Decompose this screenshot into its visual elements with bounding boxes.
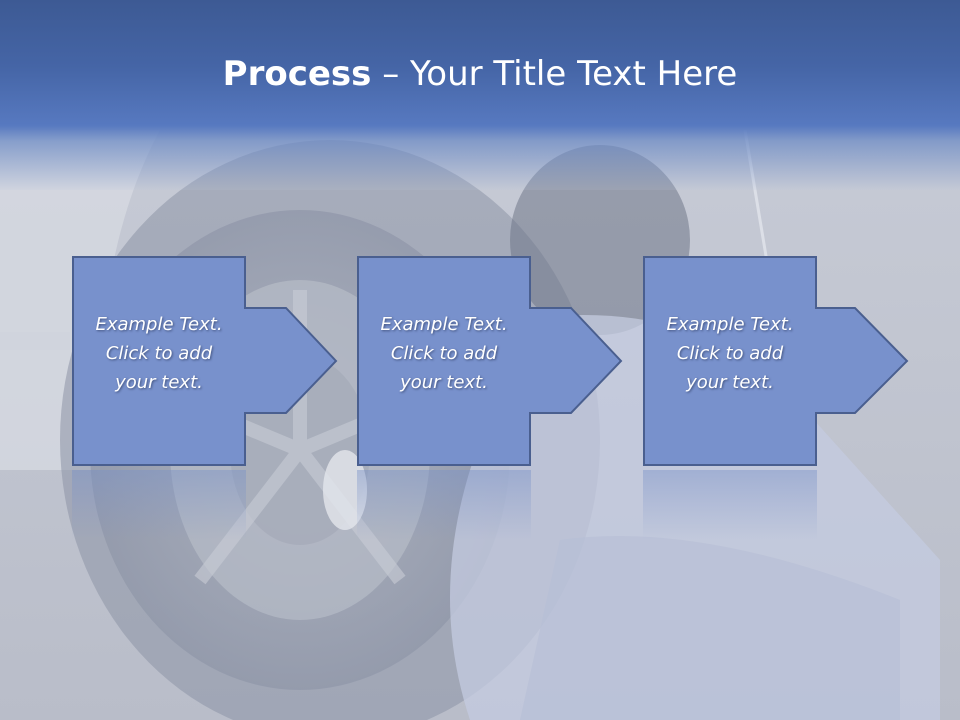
title-rest: Your Title Text Here [410, 54, 738, 94]
step-3-line-1: Example Text. [666, 314, 794, 335]
arrow-box-shape [72, 256, 338, 466]
arrow-box-shape [643, 256, 909, 466]
step-2-reflection [357, 470, 531, 540]
title-separator: – [371, 54, 411, 94]
step-2-line-3: your text. [400, 372, 488, 393]
step-1-line-1: Example Text. [95, 314, 223, 335]
step-2-text[interactable]: Example Text. Click to add your text. [357, 310, 531, 397]
process-step-3[interactable]: Example Text. Click to add your text. [643, 256, 909, 466]
step-2-line-2: Click to add [390, 343, 498, 364]
step-1-reflection [72, 470, 246, 540]
process-step-1[interactable]: Example Text. Click to add your text. [72, 256, 338, 466]
step-1-line-2: Click to add [105, 343, 213, 364]
step-3-reflection [643, 470, 817, 540]
step-2-line-1: Example Text. [380, 314, 508, 335]
process-step-2[interactable]: Example Text. Click to add your text. [357, 256, 623, 466]
step-1-line-3: your text. [115, 372, 203, 393]
arrow-box-shape [357, 256, 623, 466]
title-band [0, 0, 960, 190]
step-3-line-3: your text. [686, 372, 774, 393]
step-1-text[interactable]: Example Text. Click to add your text. [72, 310, 246, 397]
step-3-text[interactable]: Example Text. Click to add your text. [643, 310, 817, 397]
title-bold: Process [222, 54, 372, 94]
step-3-line-2: Click to add [676, 343, 784, 364]
slide-title[interactable]: Process – Your Title Text Here [0, 48, 960, 100]
